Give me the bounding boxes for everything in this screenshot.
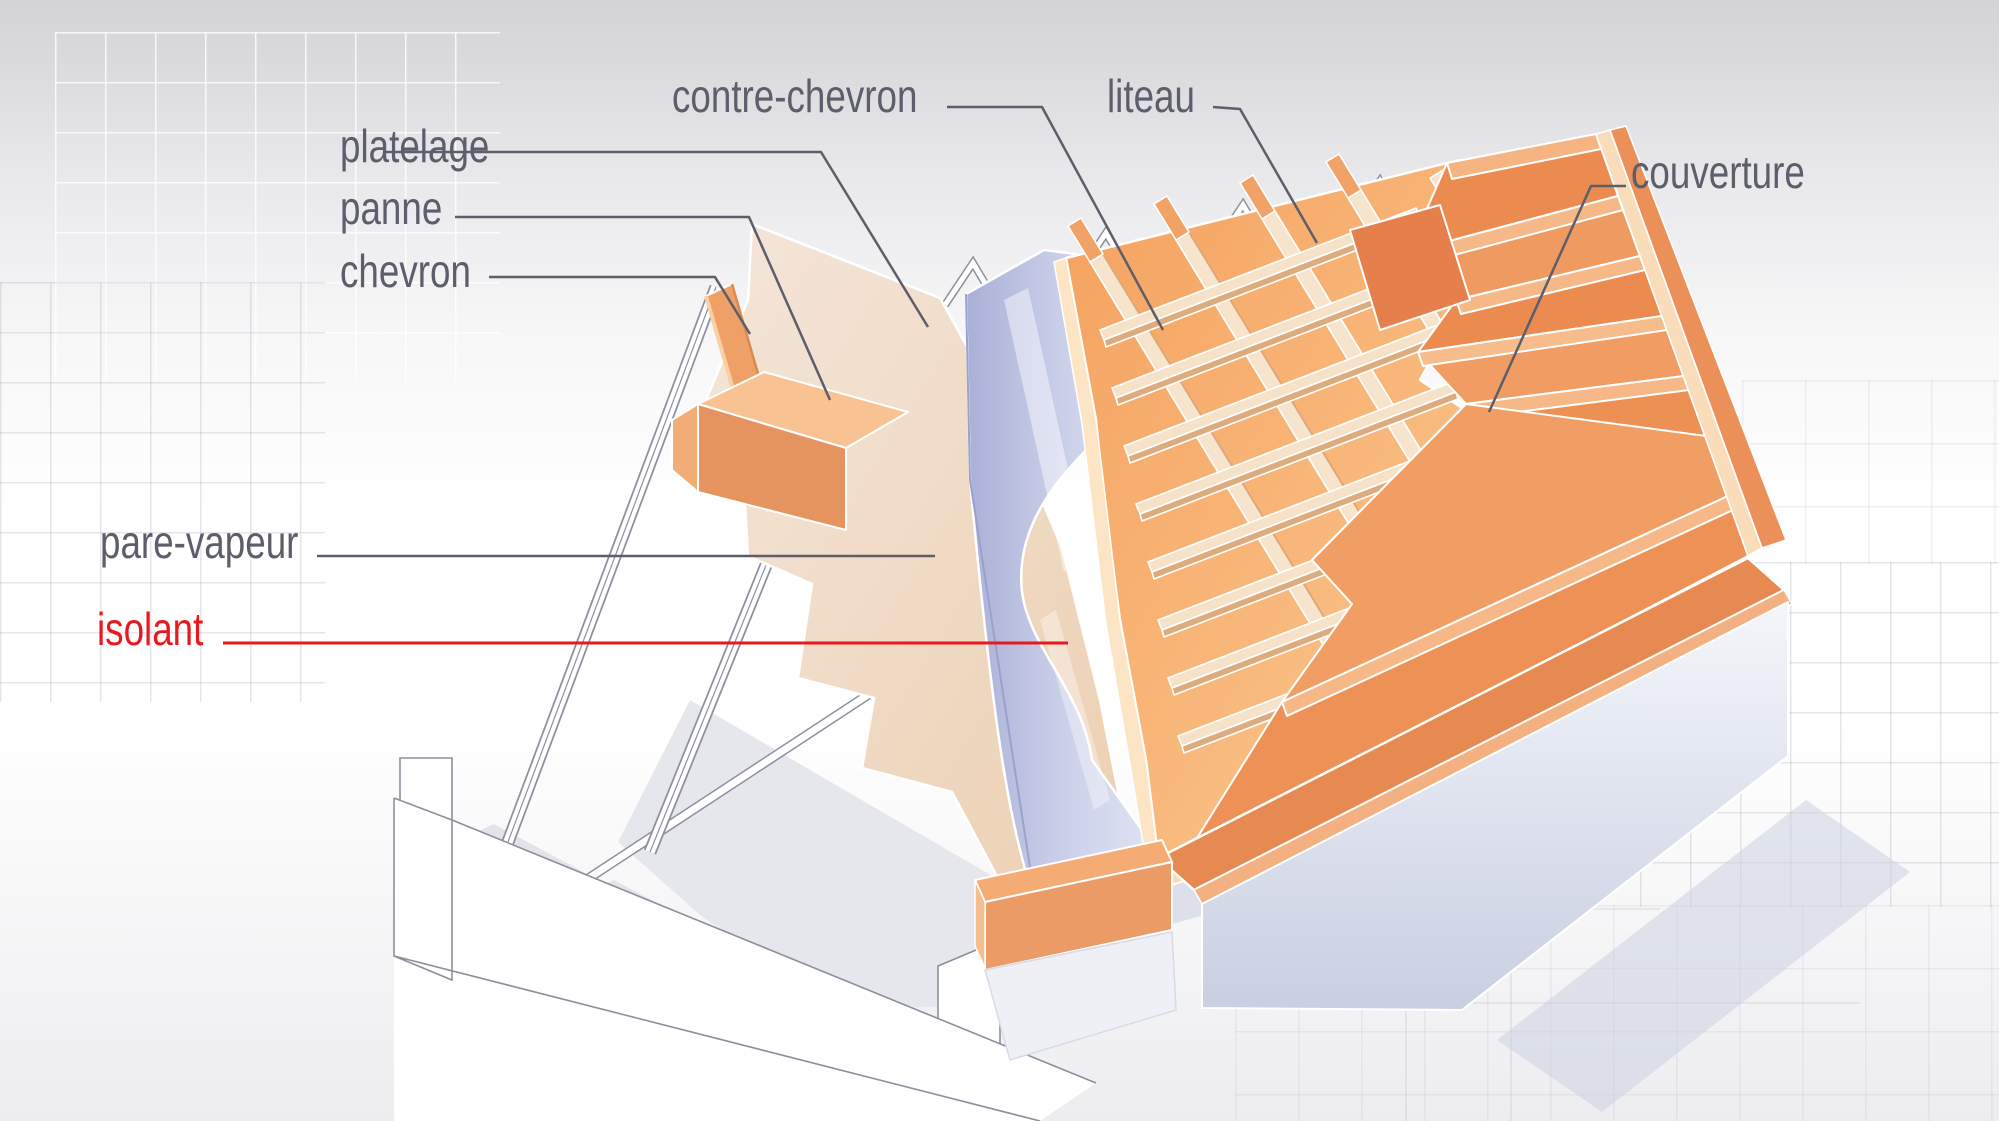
tiles bbox=[1191, 133, 1749, 847]
truss-structure bbox=[393, 173, 1406, 1121]
leader-lines bbox=[223, 105, 1626, 645]
leader-panne bbox=[455, 215, 832, 401]
label-contre-chevron: contre-chevron bbox=[672, 70, 918, 122]
label-liteau: liteau bbox=[1107, 70, 1195, 122]
leader-chevron bbox=[489, 275, 752, 335]
label-pare-vapeur: pare-vapeur bbox=[100, 516, 299, 568]
leader-contre-chevron bbox=[947, 105, 1165, 331]
label-isolant: isolant bbox=[97, 603, 204, 655]
leader-liteau bbox=[1212, 105, 1319, 244]
label-panne: panne bbox=[340, 182, 443, 234]
eave-and-wall bbox=[974, 556, 1793, 1061]
label-couverture: couverture bbox=[1631, 146, 1805, 198]
leader-platelage bbox=[383, 150, 930, 328]
leader-couverture bbox=[1487, 184, 1626, 413]
gable-edge bbox=[1594, 125, 1788, 558]
label-platelage: platelage bbox=[340, 120, 490, 172]
vapor-barrier-membrane bbox=[964, 248, 1154, 908]
panne-beam bbox=[671, 371, 909, 531]
label-chevron: chevron bbox=[340, 245, 471, 297]
